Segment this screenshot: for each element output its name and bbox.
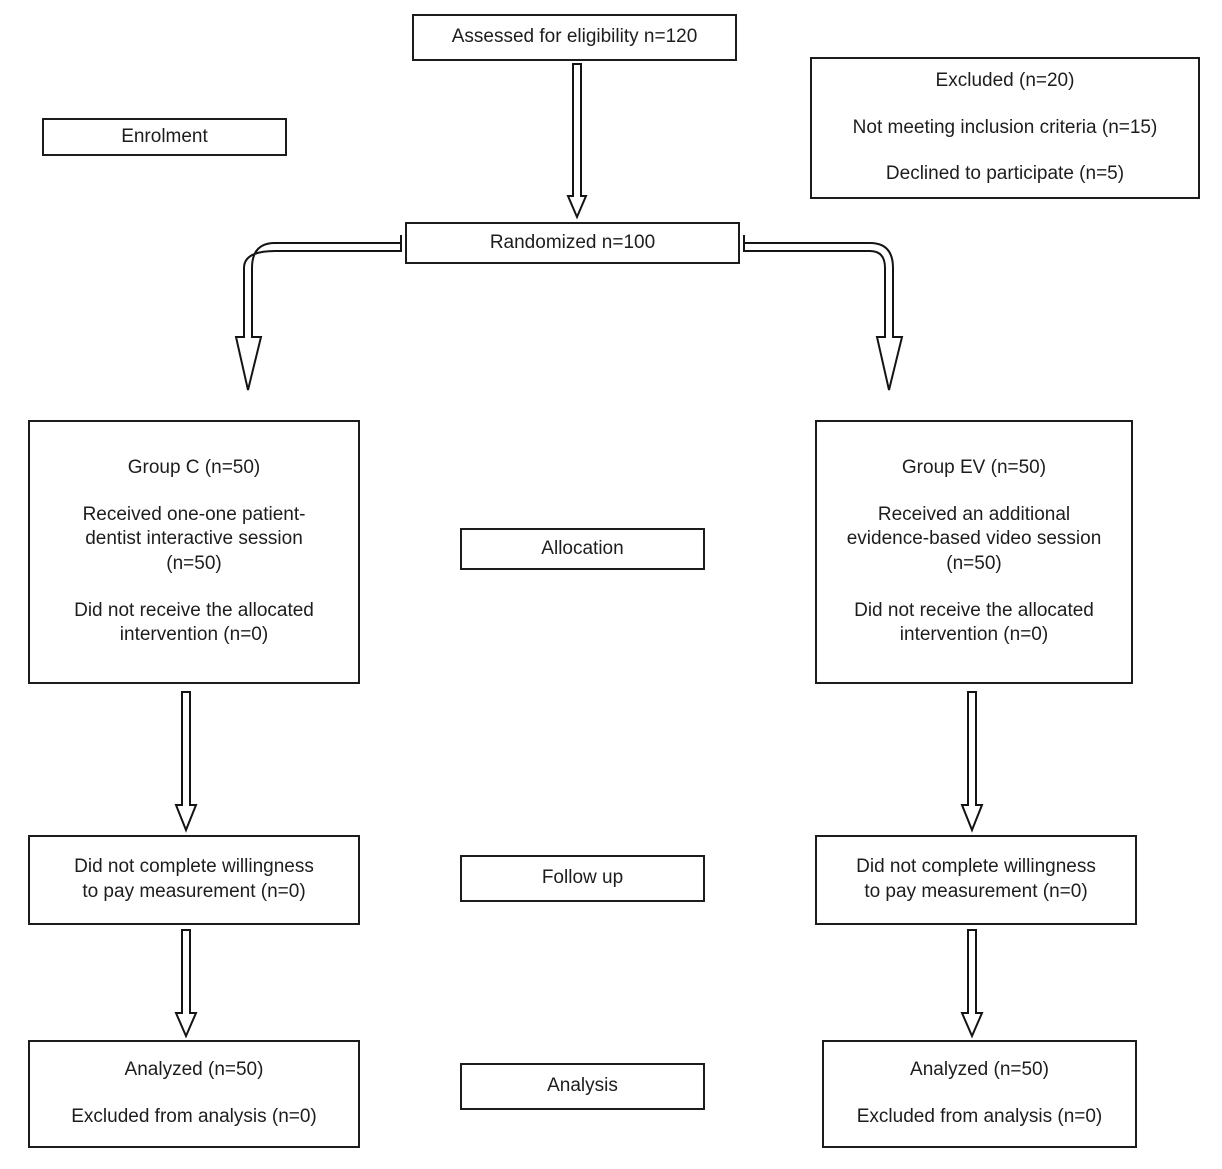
analysis-left-line-1: Analyzed (n=50) bbox=[124, 1059, 264, 1081]
group-ev-line-1: Group EV (n=50) bbox=[901, 456, 1047, 478]
excluded-line-3: Declined to participate (n=5) bbox=[885, 163, 1125, 185]
node-group-ev: Group EV (n=50) Received an additional e… bbox=[815, 420, 1133, 684]
node-followup-left: Did not complete willingness to pay meas… bbox=[28, 835, 360, 925]
excluded-line-1: Excluded (n=20) bbox=[935, 69, 1075, 91]
analysis-right-line-2: Excluded from analysis (n=0) bbox=[856, 1106, 1103, 1127]
excluded-line-2: Not meeting inclusion criteria (n=15) bbox=[852, 116, 1158, 138]
group-c-received-line-3: (n=50) bbox=[166, 553, 222, 574]
stage-label-followup: Follow up bbox=[460, 855, 705, 902]
group-ev-not-received-line-1: Did not receive the allocated bbox=[854, 599, 1094, 621]
group-ev-received: Received an additional evidence-based vi… bbox=[825, 503, 1123, 577]
arrow-followup-right-to-analysis-right bbox=[960, 929, 984, 1039]
followup-label: Follow up bbox=[541, 867, 624, 889]
node-analysis-right: Analyzed (n=50) Excluded from analysis (… bbox=[822, 1040, 1137, 1148]
arrow-followup-left-to-analysis-left bbox=[174, 929, 198, 1039]
group-c-received-line-1: Received one-one patient- bbox=[82, 503, 306, 525]
followup-right-line-1: Did not complete willingness bbox=[856, 856, 1096, 878]
node-group-c: Group C (n=50) Received one-one patient-… bbox=[28, 420, 360, 684]
node-assessed-for-eligibility: Assessed for eligibility n=120 bbox=[412, 14, 737, 61]
stage-label-enrolment: Enrolment bbox=[42, 118, 287, 156]
group-ev-received-line-2: evidence-based video session bbox=[846, 528, 1102, 550]
group-c-received: Received one-one patient- dentist intera… bbox=[38, 503, 350, 577]
group-ev-received-line-3: (n=50) bbox=[946, 553, 1002, 574]
followup-left-line-1: Did not complete willingness bbox=[74, 856, 314, 878]
group-ev-received-line-1: Received an additional bbox=[877, 503, 1071, 525]
node-randomized: Randomized n=100 bbox=[405, 222, 740, 264]
node-analysis-left: Analyzed (n=50) Excluded from analysis (… bbox=[28, 1040, 360, 1148]
analysis-left-line-2: Excluded from analysis (n=0) bbox=[71, 1106, 317, 1127]
analysis-right-line-1: Analyzed (n=50) bbox=[910, 1059, 1049, 1081]
analysis-label: Analysis bbox=[547, 1075, 618, 1097]
group-c-line-1: Group C (n=50) bbox=[127, 456, 261, 478]
randomized-text: Randomized n=100 bbox=[489, 231, 656, 253]
arrow-group-c-to-followup-left bbox=[174, 691, 198, 833]
arrow-group-ev-to-followup-right bbox=[960, 691, 984, 833]
followup-right-line-2: to pay measurement (n=0) bbox=[864, 881, 1088, 902]
node-followup-right: Did not complete willingness to pay meas… bbox=[815, 835, 1137, 925]
group-c-not-received-line-2: intervention (n=0) bbox=[119, 624, 269, 646]
group-c-received-line-2: dentist interactive session bbox=[85, 528, 303, 550]
allocation-label: Allocation bbox=[541, 537, 624, 559]
group-ev-not-received: Did not receive the allocated interventi… bbox=[825, 599, 1123, 648]
arrow-randomized-to-group-ev bbox=[743, 235, 904, 391]
stage-label-analysis: Analysis bbox=[460, 1063, 705, 1110]
enrolment-label: Enrolment bbox=[121, 125, 208, 147]
arrow-randomized-to-group-c bbox=[234, 235, 402, 391]
group-c-not-received: Did not receive the allocated interventi… bbox=[38, 599, 350, 648]
stage-label-allocation: Allocation bbox=[460, 528, 705, 570]
followup-left-line-2: to pay measurement (n=0) bbox=[82, 881, 306, 902]
group-c-not-received-line-1: Did not receive the allocated bbox=[74, 599, 314, 621]
node-excluded: Excluded (n=20) Not meeting inclusion cr… bbox=[810, 57, 1200, 199]
group-ev-not-received-line-2: intervention (n=0) bbox=[899, 624, 1049, 646]
arrow-assessed-to-randomized bbox=[566, 63, 588, 220]
assessed-text: Assessed for eligibility n=120 bbox=[451, 26, 698, 48]
